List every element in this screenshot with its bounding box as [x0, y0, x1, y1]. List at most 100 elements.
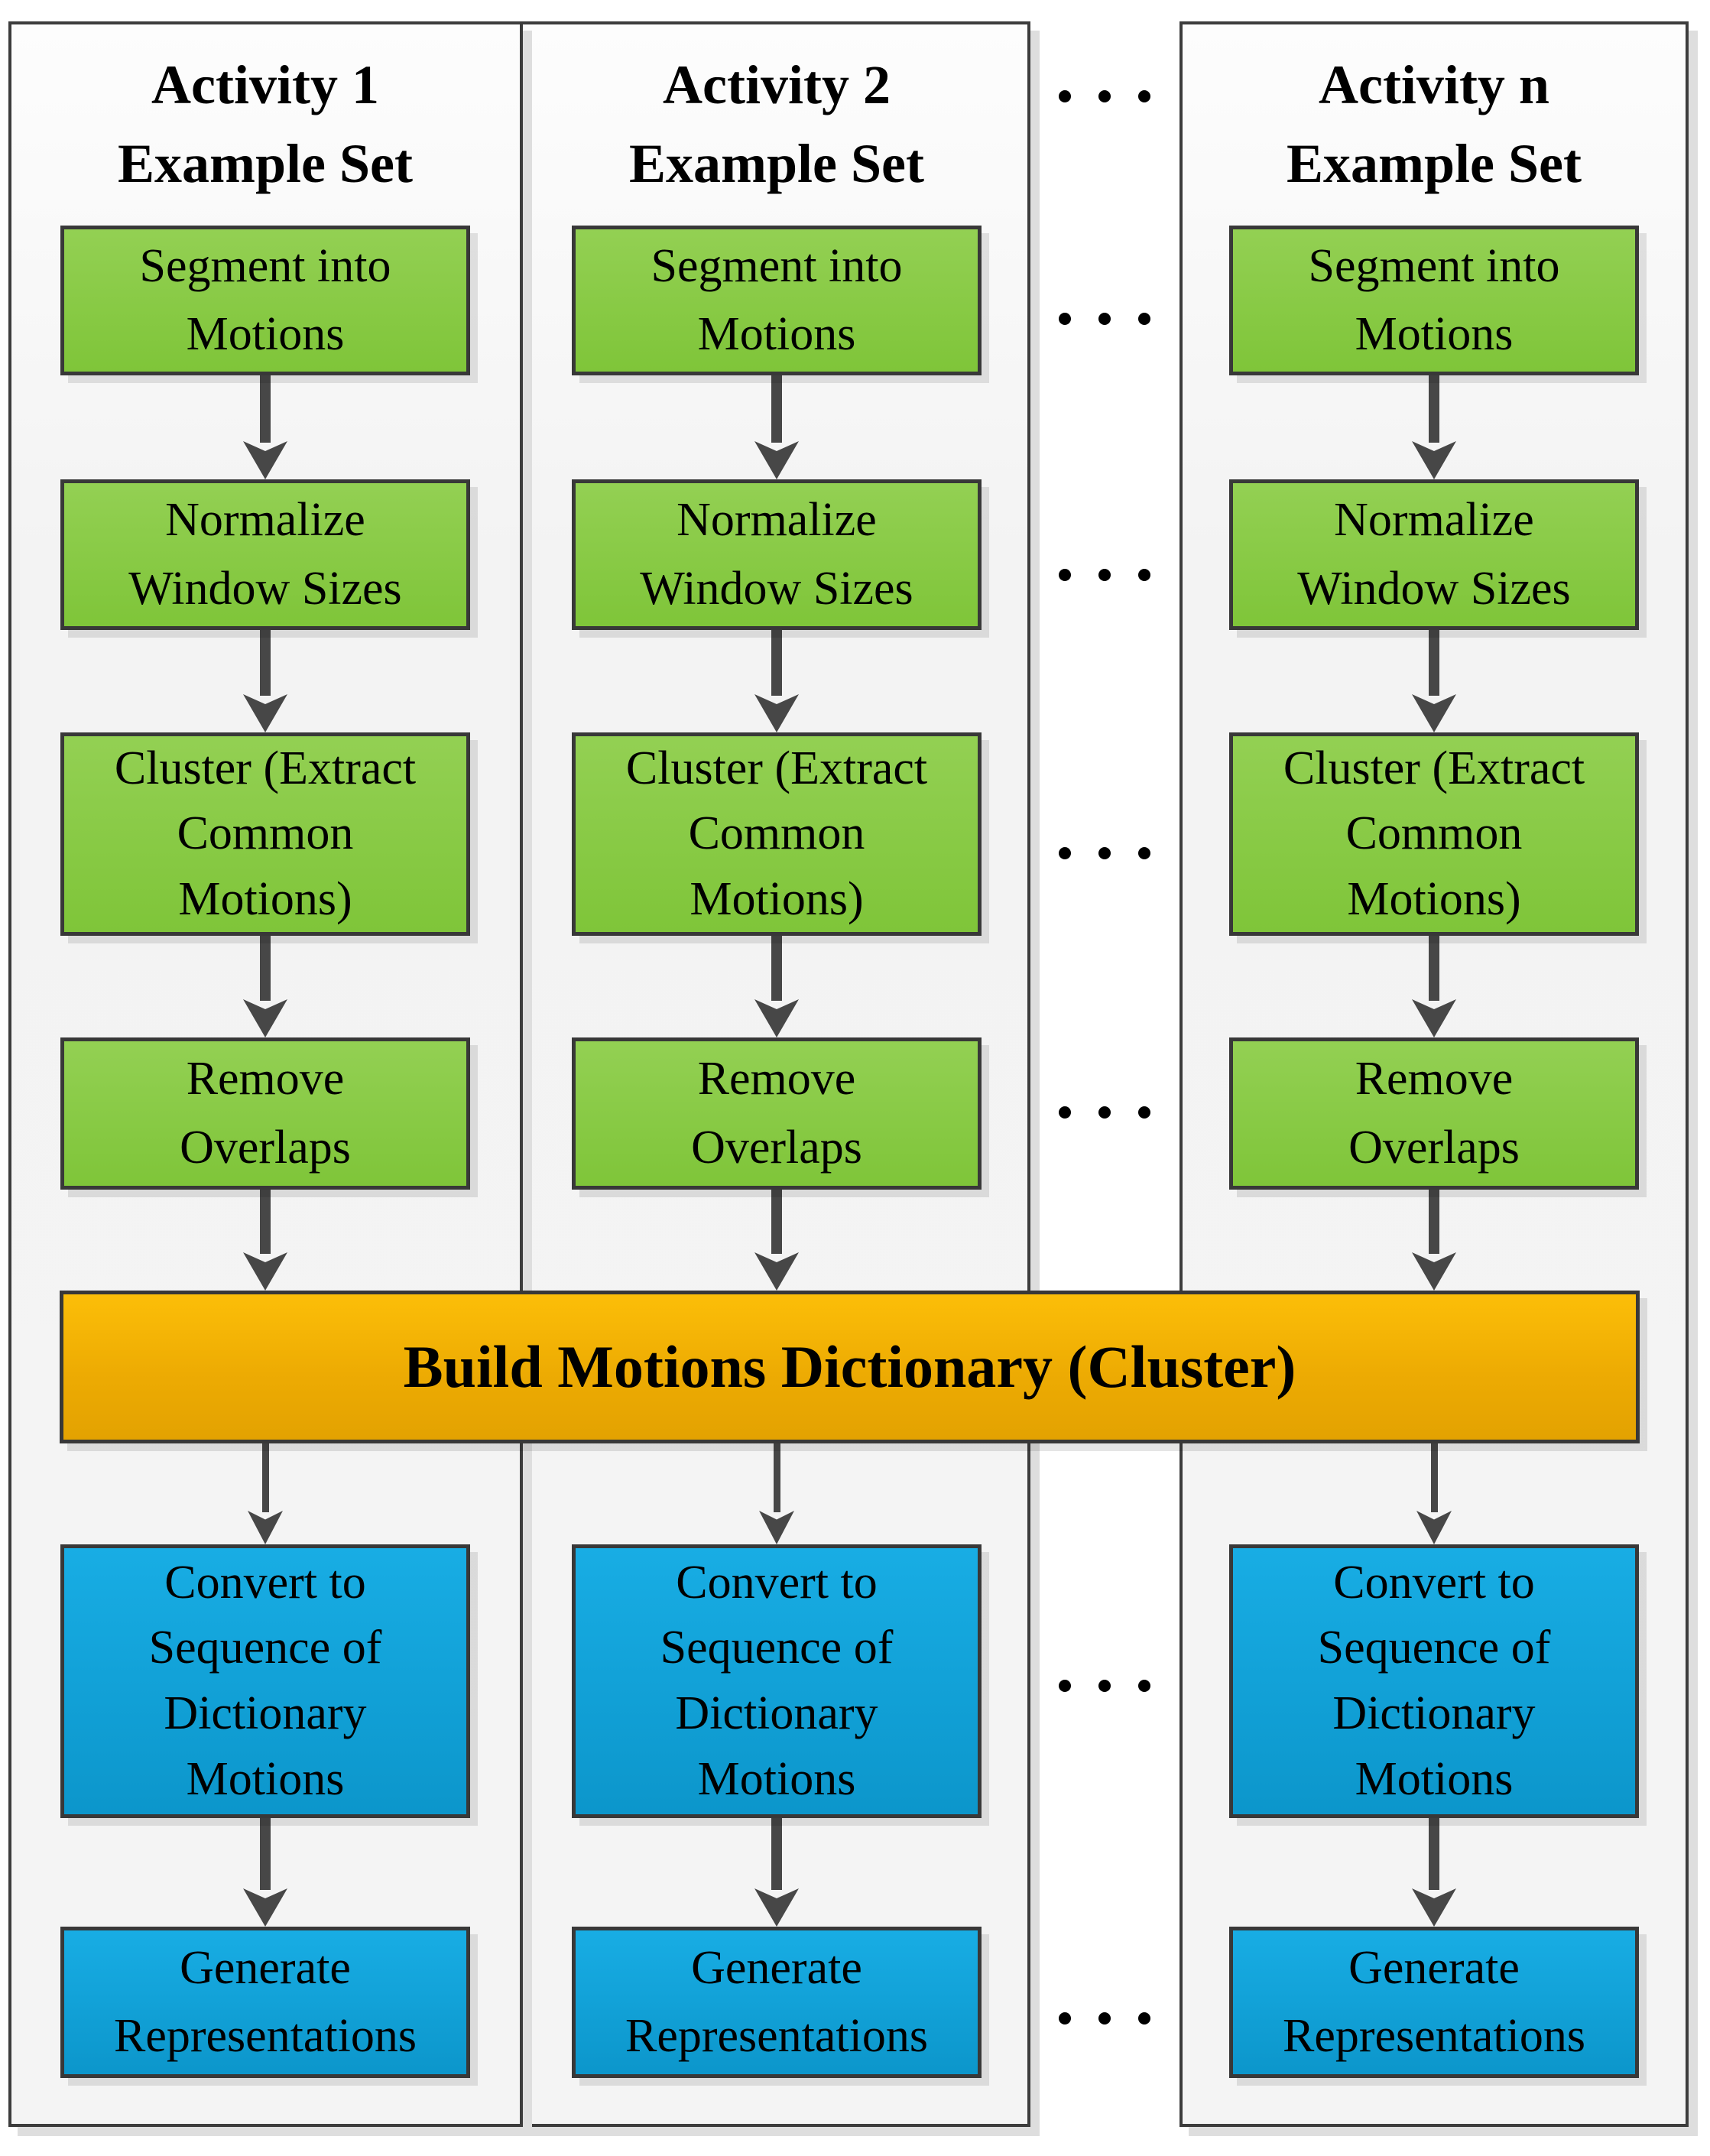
arrow-head-icon	[243, 999, 287, 1037]
arrow-head-icon	[243, 694, 287, 732]
step-cluster-extract-common-motions: Cluster (Extract Common Motions)	[572, 732, 982, 936]
flow-arrow	[241, 1443, 290, 1544]
dot-icon	[1059, 847, 1071, 859]
arrow-stem	[1430, 1443, 1438, 1512]
flow-arrow	[752, 1818, 801, 1927]
flow-arrow	[1410, 1190, 1459, 1291]
activity-1-title: Activity 1 Example Set	[118, 54, 413, 194]
dot-icon	[1138, 313, 1150, 325]
dot-icon	[1098, 2012, 1111, 2024]
step-convert-to-sequence: Convert to Sequence of Dictionary Motion…	[572, 1544, 982, 1818]
arrow-stem	[1429, 1190, 1439, 1254]
flow-arrow	[752, 630, 801, 732]
flow-arrow	[752, 1443, 801, 1544]
dot-icon	[1098, 90, 1111, 102]
step-segment-into-motions: Segment into Motions	[1229, 226, 1639, 375]
dot-icon	[1138, 1106, 1150, 1119]
step-segment-into-motions: Segment into Motions	[572, 226, 982, 375]
dot-icon	[1138, 2012, 1150, 2024]
flow-arrow	[1410, 375, 1459, 479]
arrow-stem	[1429, 375, 1439, 443]
ellipsis-dots	[1059, 2012, 1150, 2024]
dot-icon	[1098, 313, 1111, 325]
arrow-head-icon	[754, 999, 799, 1037]
flow-arrow	[241, 1818, 290, 1927]
arrow-stem	[771, 375, 782, 443]
flow-arrow	[1410, 936, 1459, 1037]
ellipsis-dots	[1059, 847, 1150, 859]
dot-icon	[1098, 1106, 1111, 1119]
step-cluster-extract-common-motions: Cluster (Extract Common Motions)	[1229, 732, 1639, 936]
dot-icon	[1059, 1680, 1071, 1692]
arrow-head-icon	[1412, 441, 1456, 479]
arrow-stem	[1429, 630, 1439, 696]
arrow-stem	[260, 936, 271, 1001]
step-normalize-window-sizes: Normalize Window Sizes	[60, 479, 470, 630]
flow-arrow	[752, 936, 801, 1037]
step-generate-representations: Generate Representations	[572, 1927, 982, 2078]
arrow-stem	[773, 1443, 780, 1512]
dot-icon	[1138, 90, 1150, 102]
arrow-stem	[260, 375, 271, 443]
step-cluster-extract-common-motions: Cluster (Extract Common Motions)	[60, 732, 470, 936]
flow-arrow	[752, 1190, 801, 1291]
step-convert-to-sequence: Convert to Sequence of Dictionary Motion…	[60, 1544, 470, 1818]
arrow-head-icon	[1412, 999, 1456, 1037]
activity-2-title: Activity 2 Example Set	[629, 54, 924, 194]
step-segment-into-motions: Segment into Motions	[60, 226, 470, 375]
arrow-stem	[771, 1190, 782, 1254]
dot-icon	[1059, 90, 1071, 102]
arrow-stem	[771, 630, 782, 696]
dot-icon	[1138, 847, 1150, 859]
dot-icon	[1098, 569, 1111, 581]
arrow-head-icon	[754, 1888, 799, 1927]
arrow-head-icon	[243, 441, 287, 479]
flow-arrow	[752, 375, 801, 479]
flow-arrow	[241, 1190, 290, 1291]
arrow-head-icon	[754, 694, 799, 732]
arrow-head-icon	[1416, 1511, 1452, 1544]
flow-arrow	[241, 936, 290, 1037]
flow-arrow	[241, 630, 290, 732]
ellipsis-dots	[1059, 569, 1150, 581]
step-remove-overlaps: Remove Overlaps	[60, 1037, 470, 1190]
step-remove-overlaps: Remove Overlaps	[572, 1037, 982, 1190]
dot-icon	[1098, 847, 1111, 859]
step-normalize-window-sizes: Normalize Window Sizes	[1229, 479, 1639, 630]
arrow-head-icon	[1412, 1888, 1456, 1927]
arrow-head-icon	[754, 1252, 799, 1291]
arrow-head-icon	[248, 1511, 283, 1544]
arrow-head-icon	[1412, 1252, 1456, 1291]
arrow-stem	[1429, 936, 1439, 1001]
arrow-head-icon	[1412, 694, 1456, 732]
arrow-head-icon	[243, 1252, 287, 1291]
build-motions-dictionary-bar: Build Motions Dictionary (Cluster)	[60, 1291, 1640, 1443]
dot-icon	[1098, 1680, 1111, 1692]
dot-icon	[1138, 1680, 1150, 1692]
ellipsis-dots	[1059, 90, 1150, 102]
step-generate-representations: Generate Representations	[60, 1927, 470, 2078]
step-generate-representations: Generate Representations	[1229, 1927, 1639, 2078]
arrow-stem	[261, 1443, 269, 1512]
step-normalize-window-sizes: Normalize Window Sizes	[572, 479, 982, 630]
ellipsis-dots	[1059, 1680, 1150, 1692]
arrow-stem	[771, 1818, 782, 1890]
flow-arrow	[1410, 1443, 1459, 1544]
arrow-head-icon	[754, 441, 799, 479]
arrow-head-icon	[243, 1888, 287, 1927]
arrow-stem	[260, 1190, 271, 1254]
flow-arrow	[1410, 630, 1459, 732]
ellipsis-dots	[1059, 313, 1150, 325]
step-remove-overlaps: Remove Overlaps	[1229, 1037, 1639, 1190]
arrow-stem	[260, 630, 271, 696]
ellipsis-dots	[1059, 1106, 1150, 1119]
flow-arrow	[241, 375, 290, 479]
dot-icon	[1138, 569, 1150, 581]
step-convert-to-sequence: Convert to Sequence of Dictionary Motion…	[1229, 1544, 1639, 1818]
arrow-stem	[771, 936, 782, 1001]
arrow-stem	[1429, 1818, 1439, 1890]
arrow-head-icon	[759, 1511, 794, 1544]
dot-icon	[1059, 2012, 1071, 2024]
dot-icon	[1059, 313, 1071, 325]
